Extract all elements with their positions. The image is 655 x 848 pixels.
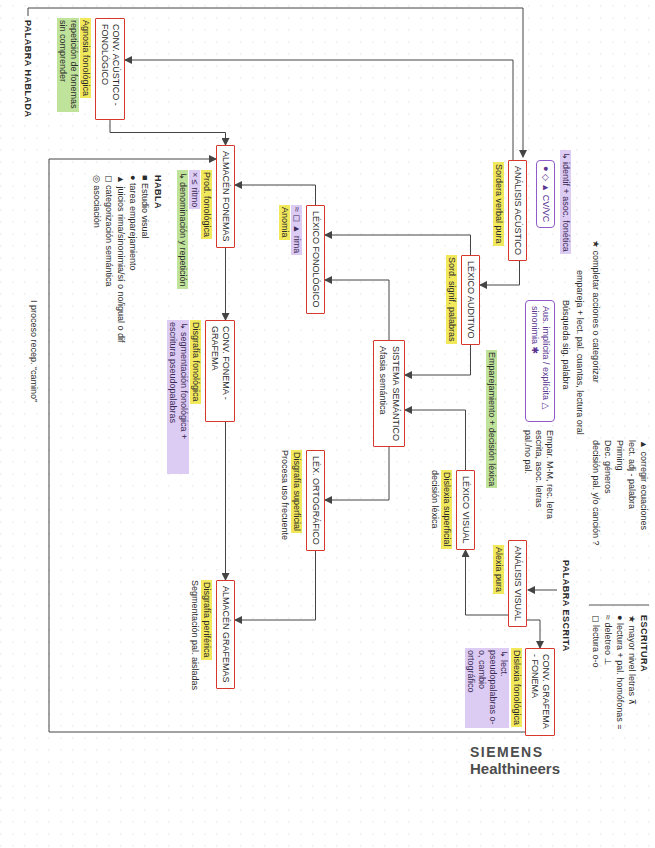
note-text: ◻ lectura o-o — [590, 615, 601, 668]
note-text: Sordera verbal pura — [493, 162, 504, 246]
note-text: repetición de fonemas sin comprender — [57, 18, 79, 112]
box-text: LÉXICO FONOLÓGICO — [310, 211, 321, 308]
flow-arrow — [325, 280, 389, 340]
note-text: ↳ denominación y repetición — [177, 170, 188, 289]
flow-arrow — [225, 422, 226, 580]
box-text: CONV. ACÚSTICO - FONOLÓGICO — [99, 24, 121, 114]
note-text: ● tarea emparejamiento — [127, 175, 138, 270]
note-text: Disgrafía fonológica — [190, 320, 201, 404]
box-text: LÉXICO VISUAL — [460, 476, 471, 544]
box-text: SISTEMA SEMÁNTICO — [390, 346, 401, 441]
note-text: Disgrafía periférica — [201, 580, 212, 660]
flow-arrow — [49, 159, 540, 736]
note-text: ↳ lect. pseudopalabras o-o, cambio ortog… — [465, 648, 509, 728]
note-text: ★ mayor nivel letras ⊼ — [626, 615, 637, 705]
flow-arrow — [235, 185, 316, 205]
box-text: ANÁLISIS VISUAL — [512, 546, 523, 621]
note-text: HABLA — [152, 175, 163, 209]
note-text: Dislexia fonológica — [511, 648, 522, 727]
note-text: × ≤ ritmo — [189, 170, 200, 209]
note-text: PALABRA HABLADA — [22, 20, 33, 118]
concept-box: ● ◇ ▲ CV/VC — [536, 160, 555, 228]
note-text: ↳ segmentación fonológica + escritura ps… — [167, 320, 189, 474]
note-text: Alexia pura — [493, 545, 504, 594]
concept-box: ALMACÉN GRAFEMAS — [216, 580, 235, 689]
note-text: Priming — [614, 440, 625, 471]
box-text: CONV. GRAFEMA - FONEMA — [529, 654, 551, 730]
note-text: decisión léxica — [429, 470, 440, 529]
note-text: lect. adj - palabra — [626, 440, 637, 509]
concept-box: ANÁLISIS VISUAL — [508, 540, 527, 627]
column-separator — [589, 605, 649, 606]
flow-arrow — [125, 60, 513, 160]
note-text: ESCRITURA — [638, 615, 649, 672]
flow-arrow — [225, 248, 226, 320]
flow-arrow — [527, 620, 540, 648]
box-text: ALMACÉN FONEMAS — [220, 151, 231, 242]
note-text: Sord. signif. palabras — [446, 255, 457, 344]
flow-arrow — [405, 345, 471, 375]
concept-box: CONV. ACÚSTICO - FONOLÓGICO — [95, 18, 125, 120]
note-text: Dec. géneros — [602, 440, 613, 494]
logo-text: Healthineers — [470, 760, 560, 777]
note-text: Emparejamiento + decisión léxica — [486, 350, 497, 488]
box-text: ● ◇ ▲ CV/VC — [540, 166, 551, 222]
note-text: Segmentación pal. aisladas — [189, 580, 200, 690]
box-text: Aus. implícita / explícita △ sinonimia ✱ — [529, 306, 551, 416]
note-text: ▲ corregir ecuaciones — [638, 440, 649, 530]
note-text: Búsqueda sig. palabra — [560, 300, 571, 390]
concept-box: LÉXICO VISUAL — [456, 470, 475, 550]
flow-arrow — [480, 261, 520, 285]
concept-box: ALMACÉN FONEMAS — [216, 145, 235, 248]
note-text: Dislexia superficial — [441, 470, 452, 549]
concept-box: SISTEMA SEMÁNTICOAfasia semántica — [373, 340, 405, 447]
note-text: ★ completar acciones o categorizar — [590, 240, 601, 383]
note-text: ↳ identif + asoc. fonética — [560, 150, 571, 254]
box-text: CONV. FONEMA - GRAFEMA — [209, 326, 231, 416]
input-arrow — [28, 8, 523, 157]
box-text: LÉX. ORTOGRÁFICO — [310, 456, 321, 545]
note-text: empareja + lect. pal. cuantas, lectura o… — [574, 270, 585, 435]
note-text: Prod. fonológica — [201, 170, 212, 239]
concept-box: LÉXICO AUDITIVO — [461, 255, 480, 345]
concept-box: LÉX. ORTOGRÁFICO — [306, 450, 325, 551]
logo-text: SIEMENS — [470, 744, 544, 760]
note-text: PALABRA ESCRITA — [560, 560, 571, 652]
flow-arrow — [235, 551, 316, 620]
note-text: Agnosia fonológica — [80, 18, 91, 98]
concept-box: CONV. GRAFEMA - FONEMA — [525, 648, 555, 736]
concept-box: Aus. implícita / explícita △ sinonimia ✱ — [525, 300, 555, 422]
box-text: ALMACÉN GRAFEMAS — [220, 586, 231, 683]
note-text: Procesa uso frecuente — [279, 450, 290, 540]
note-text: ≈ deletreo ⊥ — [602, 615, 613, 665]
note-text: ≈ ◻ ▲ rima — [291, 205, 302, 255]
flow-arrow — [110, 120, 226, 145]
concept-box: LÉXICO FONOLÓGICO — [306, 205, 325, 314]
note-text: ◻ categorización semántica — [103, 175, 114, 287]
box-text: LÉXICO AUDITIVO — [465, 261, 476, 339]
note-text: ◎ asociación — [91, 175, 102, 228]
flow-arrow — [325, 447, 389, 500]
box-text: Afasia semántica — [377, 346, 388, 441]
note-text: ● lectura + pal. homófonas = — [614, 615, 625, 730]
flow-arrow — [325, 235, 471, 255]
note-text: ■ Estudio visual — [139, 175, 150, 238]
note-text: Disgrafía superficial — [291, 450, 302, 533]
note-text: decisión pal. y/o canción ? — [590, 440, 601, 546]
note-text: ▲ juicios rima/sinonimia/sí o no/igual o… — [115, 175, 126, 342]
concept-box: CONV. FONEMA - GRAFEMA — [205, 320, 235, 422]
box-text: ANÁLISIS ACÚSTICO — [512, 166, 523, 255]
note-text: Anomia — [279, 205, 290, 240]
flow-arrow — [405, 410, 466, 470]
concept-box: ANÁLISIS ACÚSTICO — [508, 160, 527, 261]
input-arrow — [528, 590, 557, 591]
note-text: Empar. M-M, rec. letra escrita, asoc. le… — [522, 430, 555, 530]
note-text: I proceso recep. “camino” — [28, 300, 39, 402]
